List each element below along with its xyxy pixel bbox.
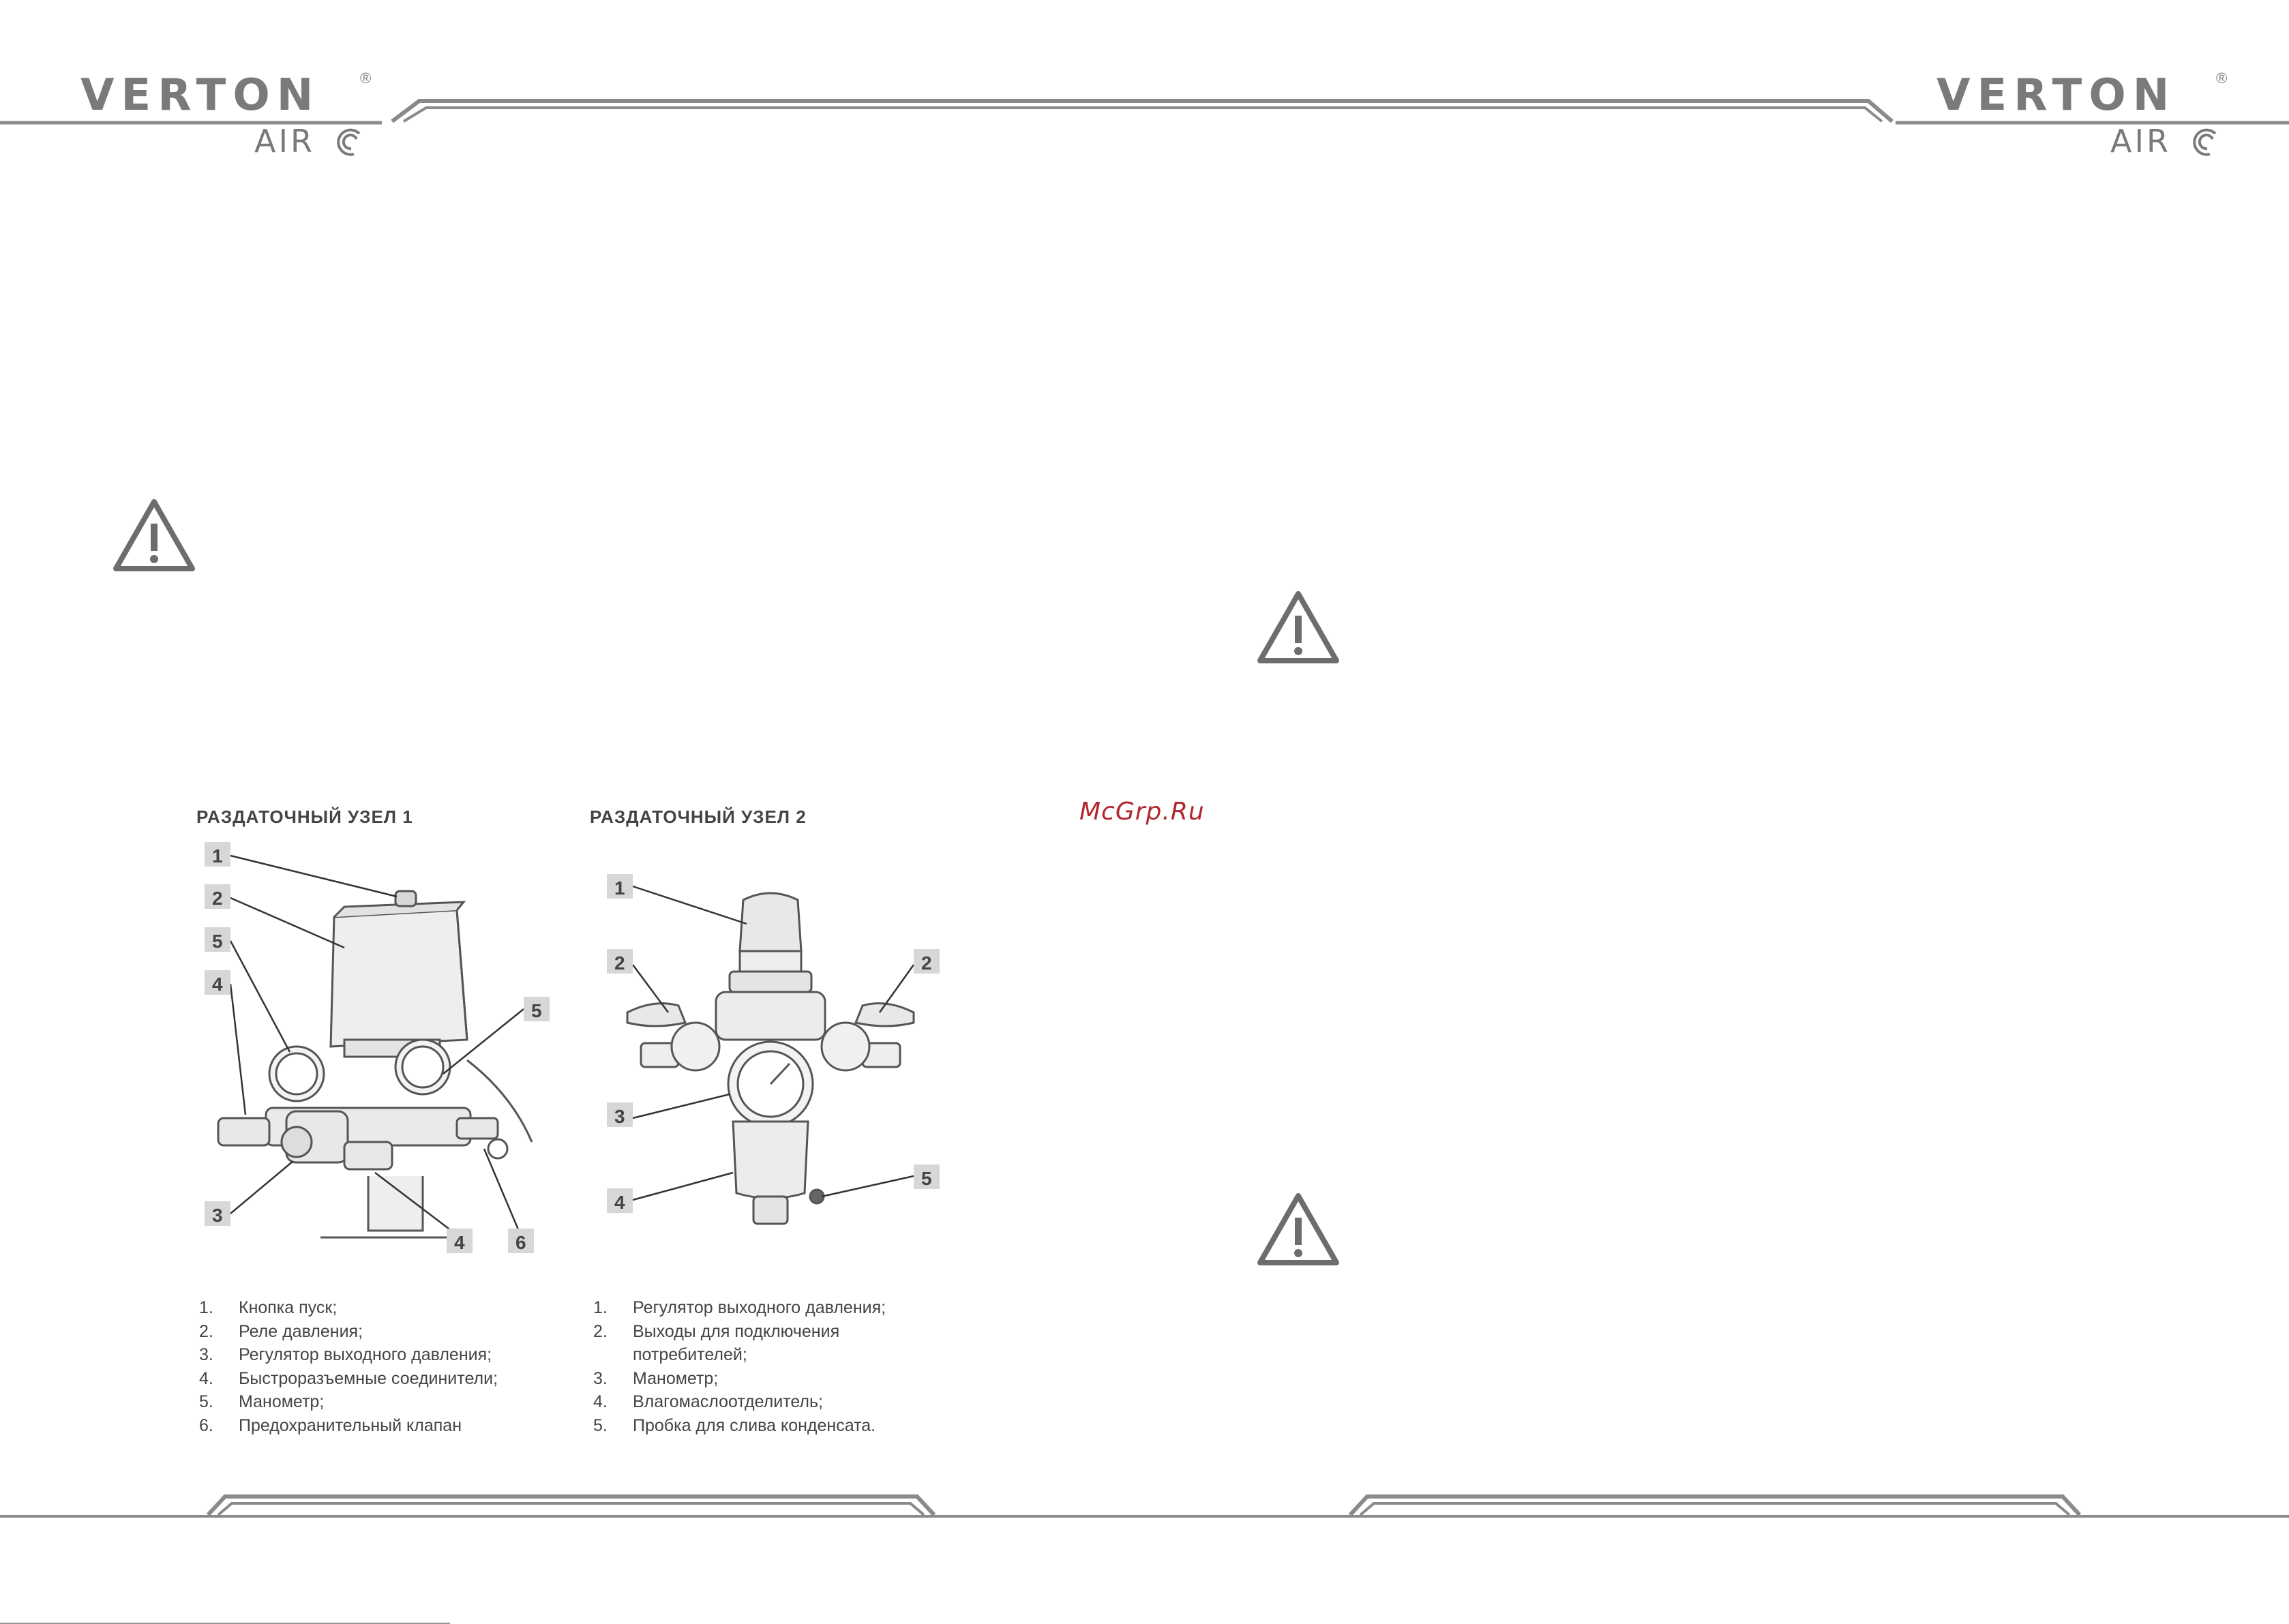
brand-logo-left: VERTON ® AIR bbox=[80, 70, 380, 160]
callout-number: 4 bbox=[212, 974, 223, 995]
warning-icon bbox=[1257, 591, 1339, 663]
legend-item: 2.Реле давления; bbox=[199, 1321, 363, 1341]
diagram-2-legend: 1.Регулятор выходного давления; 2.Выходы… bbox=[593, 1296, 886, 1437]
callout-3: 3 bbox=[607, 1102, 633, 1127]
callout-6: 6 bbox=[508, 1229, 534, 1253]
watermark-link[interactable]: McGrp.Ru bbox=[1079, 798, 1205, 826]
legend-item: 2.Выходы для подключения bbox=[593, 1321, 840, 1341]
callout-number: 5 bbox=[212, 931, 223, 952]
callout-number: 2 bbox=[614, 952, 625, 974]
diagram-2-title: РАЗДАТОЧНЫЙ УЗЕЛ 2 bbox=[590, 807, 807, 827]
warning-icon bbox=[1257, 1193, 1339, 1265]
callout-2: 2 bbox=[205, 884, 230, 909]
callout-4: 4 bbox=[607, 1188, 633, 1213]
callout-2: 2 bbox=[914, 949, 940, 974]
callout-number: 5 bbox=[531, 1000, 542, 1021]
legend-item: 3.Манометр; bbox=[593, 1368, 719, 1388]
warning-icon bbox=[113, 499, 195, 571]
legend-item: 3.Регулятор выходного давления; bbox=[199, 1345, 492, 1364]
callout-1: 1 bbox=[205, 842, 230, 867]
callout-4: 4 bbox=[447, 1229, 473, 1253]
legend-item: 4.Влагомаслоотделитель; bbox=[593, 1392, 823, 1411]
diagram-1-illustration: 1 2 5 4 5 3 4 6 bbox=[205, 842, 550, 1253]
callout-number: 1 bbox=[212, 845, 223, 867]
brand-sub: AIR bbox=[254, 123, 315, 160]
callout-5: 5 bbox=[205, 927, 230, 952]
legend-item: 5.Манометр; bbox=[199, 1392, 325, 1411]
callout-2: 2 bbox=[607, 949, 633, 974]
callout-3: 3 bbox=[205, 1201, 230, 1226]
callout-4: 4 bbox=[205, 970, 230, 995]
legend-item: 4.Быстроразъемные соединители; bbox=[199, 1368, 498, 1388]
legend-item: 5.Пробка для слива конденсата. bbox=[593, 1415, 876, 1435]
callout-number: 4 bbox=[454, 1232, 465, 1253]
callout-number: 1 bbox=[614, 877, 625, 899]
brand-logo-right: VERTON ® AIR bbox=[1936, 70, 2236, 160]
callout-number: 6 bbox=[515, 1232, 526, 1253]
callout-number: 2 bbox=[921, 952, 932, 974]
brand-name: VERTON bbox=[1936, 70, 2176, 121]
callout-number: 4 bbox=[614, 1192, 625, 1213]
callout-1: 1 bbox=[607, 874, 633, 899]
diagram-2-illustration: 1 2 2 3 4 5 bbox=[607, 874, 940, 1225]
callout-number: 3 bbox=[212, 1205, 223, 1226]
callout-number: 3 bbox=[614, 1106, 625, 1127]
registered-mark: ® bbox=[2216, 70, 2228, 87]
brand-sub: AIR bbox=[2110, 123, 2171, 160]
legend-item: 6.Предохранительный клапан bbox=[199, 1415, 462, 1435]
legend-item: потребителей; bbox=[633, 1345, 747, 1364]
air-swirl-icon bbox=[2193, 128, 2217, 156]
legend-item: 1.Регулятор выходного давления; bbox=[593, 1298, 886, 1317]
diagram-1-title: РАЗДАТОЧНЫЙ УЗЕЛ 1 bbox=[196, 807, 413, 827]
callout-5: 5 bbox=[914, 1164, 940, 1189]
registered-mark: ® bbox=[360, 70, 372, 87]
callout-5: 5 bbox=[524, 997, 550, 1021]
legend-item: 1.Кнопка пуск; bbox=[199, 1298, 338, 1317]
diagram-1-legend: 1.Кнопка пуск; 2.Реле давления; 3.Регуля… bbox=[199, 1296, 498, 1437]
callout-number: 2 bbox=[212, 888, 223, 909]
callout-number: 5 bbox=[921, 1168, 932, 1189]
air-swirl-icon bbox=[337, 128, 361, 156]
brand-name: VERTON bbox=[80, 70, 320, 121]
